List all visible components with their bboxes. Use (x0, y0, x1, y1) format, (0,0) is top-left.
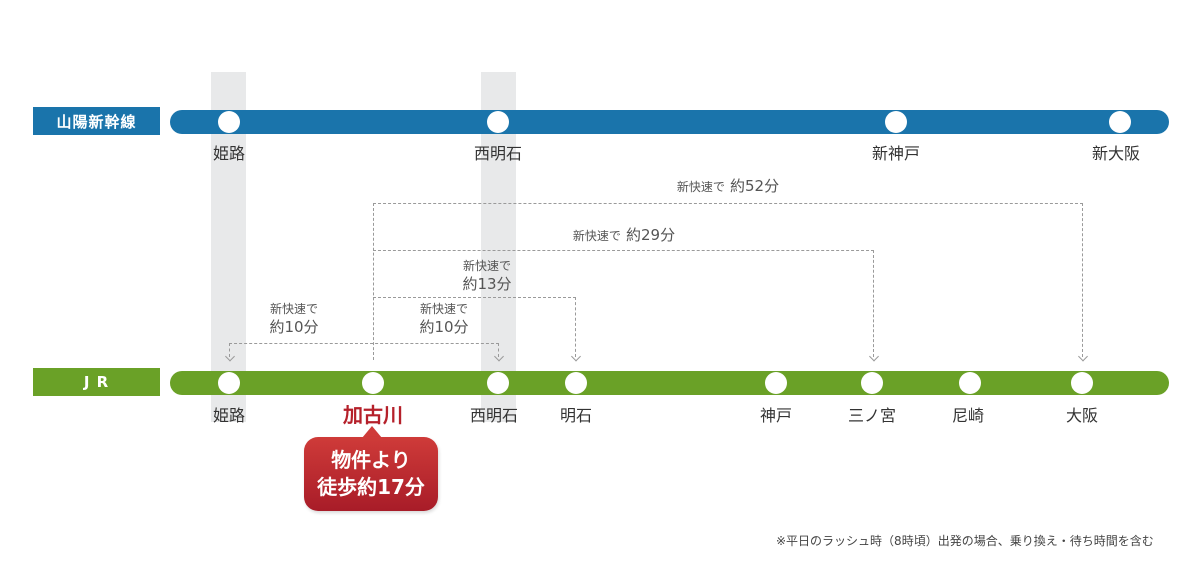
jr-station-himeji: 姫路 (212, 406, 246, 425)
route-label-akashi: 新快速で 約13分 (462, 259, 511, 294)
jr-station-nishi-akashi: 西明石 (469, 406, 519, 425)
jr-station-kakogawa: 加古川 (343, 403, 403, 427)
route-label-himeji-small: 新快速で (269, 302, 318, 316)
shinkansen-line-name: 山陽新幹線 (56, 112, 137, 131)
route-label-nishi-akashi: 新快速で 約10分 (419, 302, 468, 337)
jr-station-sannomiya: 三ノ宮 (847, 406, 897, 425)
route-label-akashi-big: 約13分 (462, 274, 512, 293)
jr-station-dot-akashi (565, 372, 587, 394)
route-label-himeji: 新快速で 約10分 (269, 302, 318, 337)
jr-station-kobe: 神戸 (759, 406, 793, 425)
route-arrow-shin-osaka (1078, 351, 1088, 362)
route-drop-nishi-akashi (498, 343, 499, 357)
route-stem-kakogawa (373, 203, 374, 360)
callout-line-2: 徒歩約17分 (317, 475, 425, 499)
shinkansen-station-dot-himeji (218, 111, 240, 133)
jr-station-dot-kakogawa (362, 372, 384, 394)
route-label-sannomiya: 新快速で 約29分 (573, 225, 675, 246)
route-drop-himeji (229, 343, 230, 357)
route-label-akashi-small: 新快速で (462, 259, 511, 273)
jr-station-dot-kobe (765, 372, 787, 394)
jr-station-akashi: 明石 (559, 406, 593, 425)
route-line-himeji-nishi-akashi (229, 343, 499, 344)
route-drop-sannomiya (873, 250, 874, 357)
route-label-sannomiya-small: 新快速で (572, 229, 621, 243)
shinkansen-station-dot-shin-kobe (885, 111, 907, 133)
jr-track (170, 371, 1169, 395)
shinkansen-station-shin-kobe: 新神戸 (871, 144, 921, 163)
route-line-akashi (373, 297, 576, 298)
shinkansen-station-nishi-akashi: 西明石 (473, 144, 523, 163)
callout-tail (362, 426, 382, 438)
route-label-shin-osaka: 新快速で 約52分 (677, 176, 779, 197)
shinkansen-station-himeji: 姫路 (212, 144, 246, 163)
jr-station-dot-himeji (218, 372, 240, 394)
route-arrow-sannomiya (869, 351, 879, 362)
route-label-himeji-big: 約10分 (269, 317, 319, 336)
route-label-nishi-akashi-small: 新快速で (419, 302, 468, 316)
jr-line-tag: J R (33, 368, 160, 396)
route-label-shin-osaka-small: 新快速で (676, 180, 725, 194)
walk-time-callout: 物件より 徒歩約17分 (304, 437, 438, 511)
shinkansen-track (170, 110, 1169, 134)
footnote: ※平日のラッシュ時（8時頃）出発の場合、乗り換え・待ち時間を含む (776, 534, 1154, 548)
jr-station-dot-amagasaki (959, 372, 981, 394)
route-line-sannomiya (373, 250, 874, 251)
jr-station-dot-nishi-akashi (487, 372, 509, 394)
jr-station-dot-osaka (1071, 372, 1093, 394)
jr-line-name: J R (83, 373, 110, 391)
jr-station-dot-sannomiya (861, 372, 883, 394)
shinkansen-line-tag: 山陽新幹線 (33, 107, 160, 135)
shinkansen-station-dot-shin-osaka (1109, 111, 1131, 133)
shinkansen-station-shin-osaka: 新大阪 (1091, 144, 1141, 163)
jr-station-osaka: 大阪 (1065, 406, 1099, 425)
shinkansen-station-dot-nishi-akashi (487, 111, 509, 133)
route-drop-akashi (575, 297, 576, 357)
route-label-sannomiya-big: 約29分 (626, 226, 676, 244)
route-arrow-akashi (571, 351, 581, 362)
route-label-nishi-akashi-big: 約10分 (419, 317, 469, 336)
route-label-shin-osaka-big: 約52分 (730, 177, 780, 195)
route-drop-shin-osaka (1082, 203, 1083, 357)
jr-station-amagasaki: 尼崎 (951, 406, 985, 425)
callout-line-1: 物件より (331, 448, 411, 472)
route-line-shin-osaka (373, 203, 1083, 204)
